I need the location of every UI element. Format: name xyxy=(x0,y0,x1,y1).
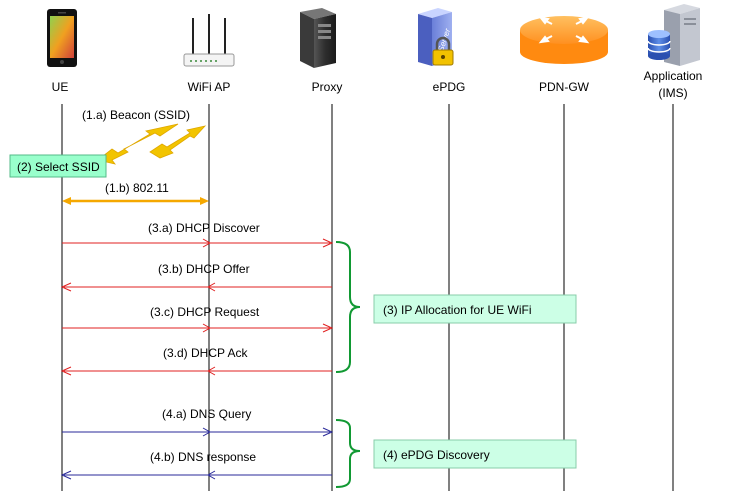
message-label: (3.c) DHCP Request xyxy=(150,305,260,319)
group-label: (3) IP Allocation for UE WiFi xyxy=(383,303,532,317)
entity-label-wifi-ap: WiFi AP xyxy=(188,80,231,94)
message-label: (3.d) DHCP Ack xyxy=(163,346,248,360)
message-dhcp-request: (3.c) DHCP Request xyxy=(62,305,334,333)
entity-label-epdg: ePDG xyxy=(433,80,466,94)
group-epdg-discovery: (4) ePDG Discovery xyxy=(335,419,577,488)
message-dns-response: (4.b) DNS response xyxy=(60,450,332,480)
entity-label-ue: UE xyxy=(52,80,69,94)
server-tower-icon xyxy=(300,8,336,68)
entity-label-proxy: Proxy xyxy=(312,80,343,94)
entity-label-application: Application xyxy=(644,69,703,83)
message-label: (3.a) DHCP Discover xyxy=(148,221,260,235)
beacon-label: (1.a) Beacon (SSID) xyxy=(82,108,190,122)
padlock-icon xyxy=(432,36,454,66)
message-dhcp-offer: (3.b) DHCP Offer xyxy=(60,262,332,292)
message-label: (3.b) DHCP Offer xyxy=(158,262,250,276)
message-label: (1.b) 802.11 xyxy=(105,181,169,195)
wifi-router-icon xyxy=(183,14,235,67)
curly-brace xyxy=(335,241,361,373)
message-dhcp-discover: (3.a) DHCP Discover xyxy=(62,221,334,248)
database-server-icon xyxy=(647,4,700,66)
message-label: (4.a) DNS Query xyxy=(162,407,251,421)
lifelines xyxy=(61,104,674,491)
entity-label-application-sub: (IMS) xyxy=(658,86,687,100)
lightning-icon xyxy=(97,123,207,165)
group-ip-allocation: (3) IP Allocation for UE WiFi xyxy=(335,241,577,373)
secure-server-icon: Server xyxy=(418,8,454,66)
message-dns-query: (4.a) DNS Query xyxy=(62,407,334,437)
message-label: (4.b) DNS response xyxy=(150,450,256,464)
smartphone-icon xyxy=(47,9,77,67)
group-label: (4) ePDG Discovery xyxy=(383,448,490,462)
router-icon xyxy=(520,16,608,64)
select-ssid-label: (2) Select SSID xyxy=(17,160,100,174)
message-802-11: (1.b) 802.11 xyxy=(62,181,209,205)
curly-brace xyxy=(335,419,361,488)
entity-label-pdn-gw: PDN-GW xyxy=(539,80,590,94)
message-dhcp-ack: (3.d) DHCP Ack xyxy=(60,346,332,376)
select-ssid-note: (2) Select SSID xyxy=(9,154,107,178)
